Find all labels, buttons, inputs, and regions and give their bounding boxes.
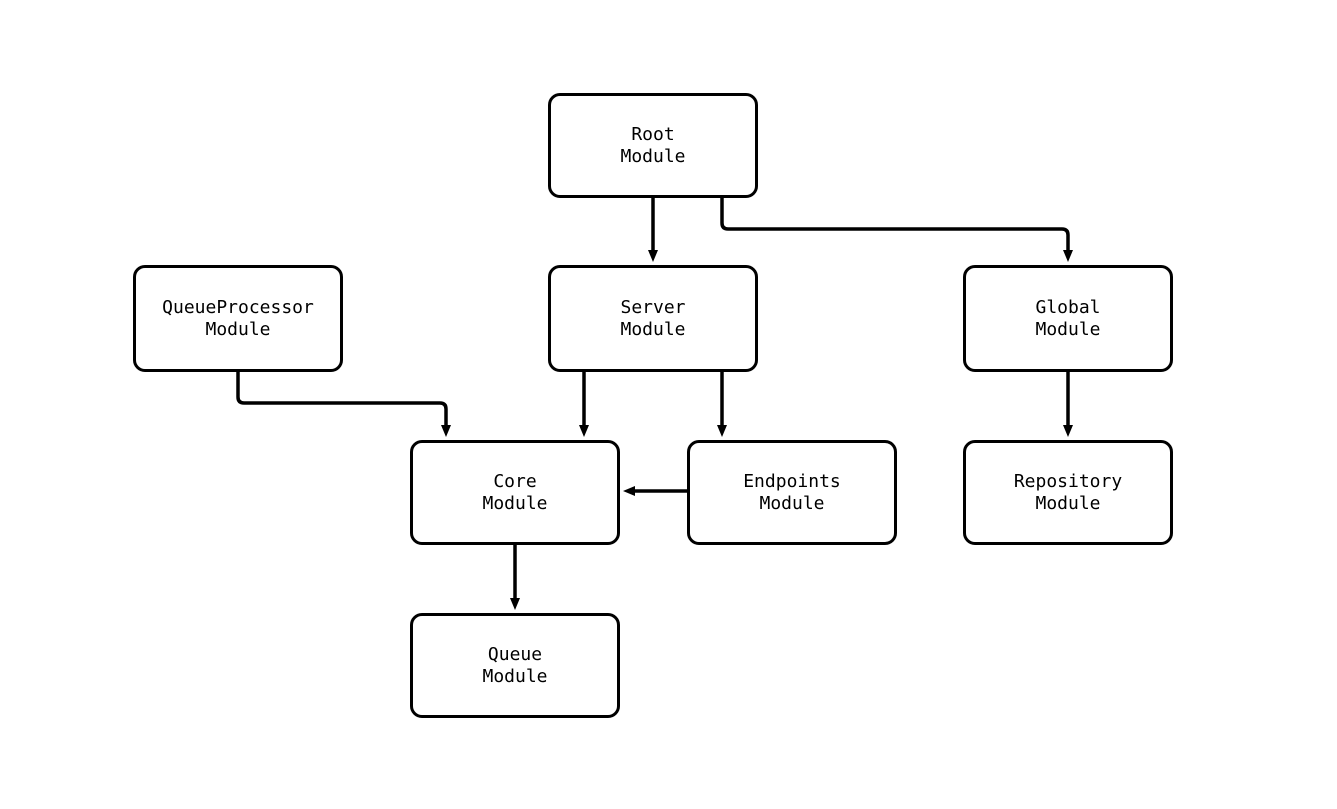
node-core-module-label-line2: Module bbox=[482, 492, 548, 514]
node-root-module-label-line2: Module bbox=[620, 145, 686, 167]
edge-queueprocessor-to-core bbox=[236, 372, 451, 437]
node-core-module[interactable]: Core Module bbox=[410, 440, 620, 545]
node-core-module-label-line1: Core bbox=[493, 470, 537, 492]
node-repository-module-label-line2: Module bbox=[1035, 492, 1101, 514]
node-queueprocessor-module-label-line2: Module bbox=[205, 318, 271, 340]
node-endpoints-module[interactable]: Endpoints Module bbox=[687, 440, 897, 545]
node-root-module[interactable]: Root Module bbox=[548, 93, 758, 198]
node-endpoints-module-label-line2: Module bbox=[759, 492, 825, 514]
node-global-module[interactable]: Global Module bbox=[963, 265, 1173, 372]
node-queueprocessor-module[interactable]: QueueProcessor Module bbox=[133, 265, 343, 372]
node-queueprocessor-module-label-line1: QueueProcessor bbox=[162, 296, 314, 318]
node-queue-module-label-line1: Queue bbox=[487, 643, 543, 665]
node-global-module-label-line1: Global bbox=[1035, 296, 1101, 318]
node-server-module[interactable]: Server Module bbox=[548, 265, 758, 372]
node-queue-module[interactable]: Queue Module bbox=[410, 613, 620, 718]
node-queue-module-label-line2: Module bbox=[482, 665, 548, 687]
node-global-module-label-line2: Module bbox=[1035, 318, 1101, 340]
node-repository-module-label-line1: Repository bbox=[1013, 470, 1123, 492]
node-server-module-label-line1: Server bbox=[620, 296, 686, 318]
edge-root-to-global bbox=[720, 198, 1073, 262]
node-repository-module[interactable]: Repository Module bbox=[963, 440, 1173, 545]
node-root-module-label-line1: Root bbox=[631, 123, 675, 145]
node-endpoints-module-label-line1: Endpoints bbox=[743, 470, 841, 492]
node-server-module-label-line2: Module bbox=[620, 318, 686, 340]
